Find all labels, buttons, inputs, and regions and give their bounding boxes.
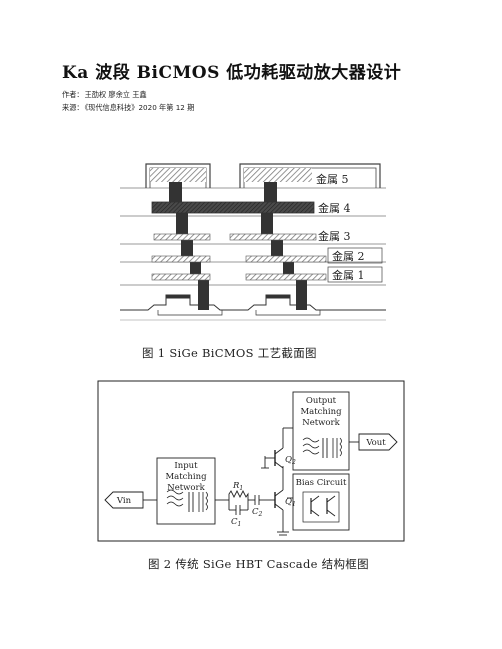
- figure-1-caption: 图 1 SiGe BiCMOS 工艺截面图: [142, 346, 317, 360]
- label-box-metal-1: [327, 266, 383, 283]
- bias-circuit-block: [292, 473, 350, 531]
- label-metal-1: 金属 1: [332, 268, 365, 282]
- source: 《现代信息科技》2020 年第 12 期: [84, 103, 195, 112]
- q1-label: Q1: [285, 497, 296, 508]
- bias-circuit-label: Bias Circuit: [296, 478, 347, 488]
- output-block-line-2: Matching: [300, 407, 342, 417]
- q2-label: Q2: [285, 455, 296, 466]
- source-line: 来源：《现代信息科技》2020 年第 12 期: [62, 103, 195, 113]
- vout-label: Vout: [365, 438, 386, 448]
- vin-label: Vin: [116, 496, 132, 506]
- authors-line: 作者：王劭权 廖余立 王鑫: [62, 90, 148, 100]
- authors: 王劭权 廖余立 王鑫: [84, 90, 147, 99]
- figure-2-caption: 图 2 传统 SiGe HBT Cascade 结构框图: [148, 557, 369, 571]
- label-metal-4: 金属 4: [318, 201, 351, 215]
- output-block-line-1: Output: [306, 396, 337, 406]
- label-metal-2: 金属 2: [332, 249, 365, 263]
- c1-label: C1: [231, 517, 241, 528]
- label-metal-5: 金属 5: [316, 172, 349, 186]
- output-block-line-3: Network: [302, 418, 340, 428]
- metal-1: [151, 273, 327, 281]
- authors-label: 作者：: [62, 90, 84, 99]
- metal-2: [151, 255, 327, 263]
- metal-4-bar: [151, 201, 315, 214]
- input-block-line-3: Network: [167, 483, 205, 493]
- label-box-metal-2: [327, 247, 383, 264]
- device-layer: [120, 294, 386, 321]
- source-label: 来源：: [62, 103, 84, 112]
- label-metal-3: 金属 3: [318, 229, 351, 243]
- figure-2-frame: [97, 380, 405, 542]
- figure-2-block-diagram: Input Matching Network Output Matching N…: [97, 380, 405, 542]
- figure-1-cross-section: 金属 5 金属 4 金属 3 金属 2 金属 1: [120, 163, 386, 321]
- layer-labels: 金属 5 金属 4 金属 3 金属 2 金属 1: [316, 172, 365, 282]
- input-block-line-2: Matching: [165, 472, 207, 482]
- c2-label: C2: [252, 507, 263, 518]
- input-block-line-1: Input: [174, 461, 198, 471]
- output-matching-block: [292, 391, 350, 471]
- r1-label: R1: [232, 481, 243, 492]
- input-matching-block: [156, 457, 216, 525]
- vout-port: [358, 433, 398, 451]
- vias: [169, 182, 307, 310]
- metal-5: [145, 163, 381, 188]
- paper-title: Ka 波段 BiCMOS 低功耗驱动放大器设计: [62, 63, 402, 83]
- metal-3: [153, 233, 317, 241]
